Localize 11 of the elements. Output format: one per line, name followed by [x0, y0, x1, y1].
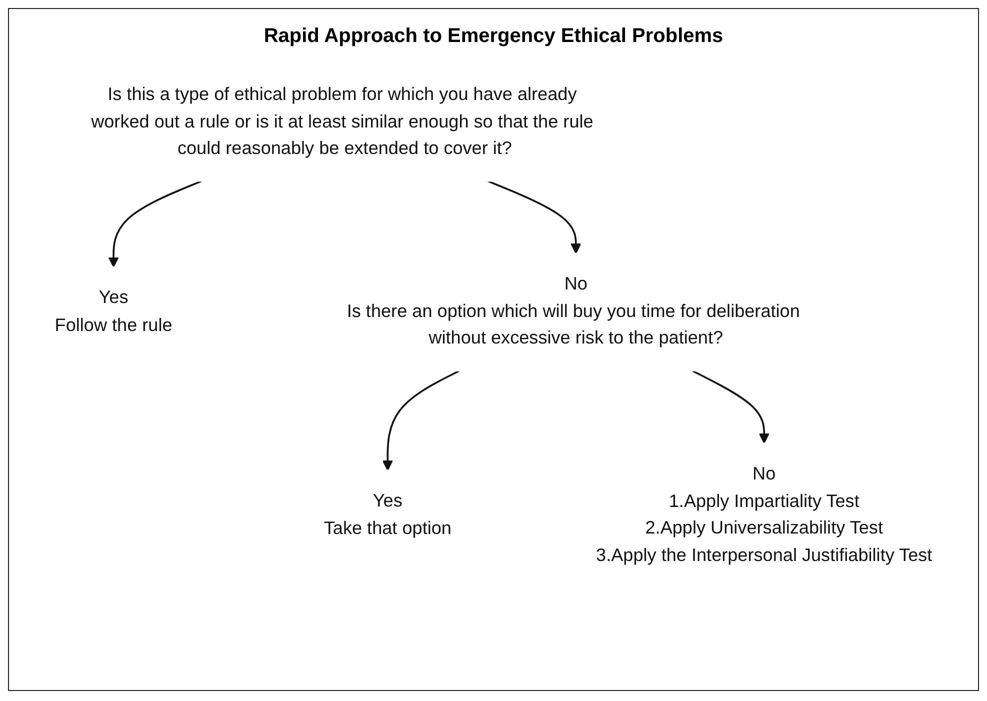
- node-text: No 1.Apply Impartiality Test 2.Apply Universalizability Test 3.Apply the Interpersonal Justifiability Test: [596, 464, 932, 566]
- arrow: [108, 180, 202, 268]
- arrow: [487, 180, 582, 254]
- node-text: Yes Take that option: [324, 490, 452, 538]
- node-text: No Is there an option which will buy you time for deliberation without excessive risk to the patient?: [346, 274, 800, 349]
- diagram-title: Rapid Approach to Emergency Ethical Problems: [264, 25, 724, 48]
- flowchart: Is this a type of ethical problem for which you have already worked out a rule or is it at least similar enough so that the rule could reasonably be extended to cover it? Yes Follow the rule No Is there an option which will buy you time for deliberation without excessive risk to the patient? Yes Take that option No 1.Apply Impartiality Test 2.Apply Universalizability Test 3.Apply the Interpersonal Justifiability Test: [9, 54, 978, 598]
- arrow: [692, 370, 770, 444]
- node-text: Is this a type of ethical problem for which you have already worked out a rule or is it at least similar enough so that the rule could reasonably be extended to cover it?: [91, 84, 594, 159]
- node-text: Yes Follow the rule: [54, 287, 172, 336]
- arrow: [382, 370, 460, 471]
